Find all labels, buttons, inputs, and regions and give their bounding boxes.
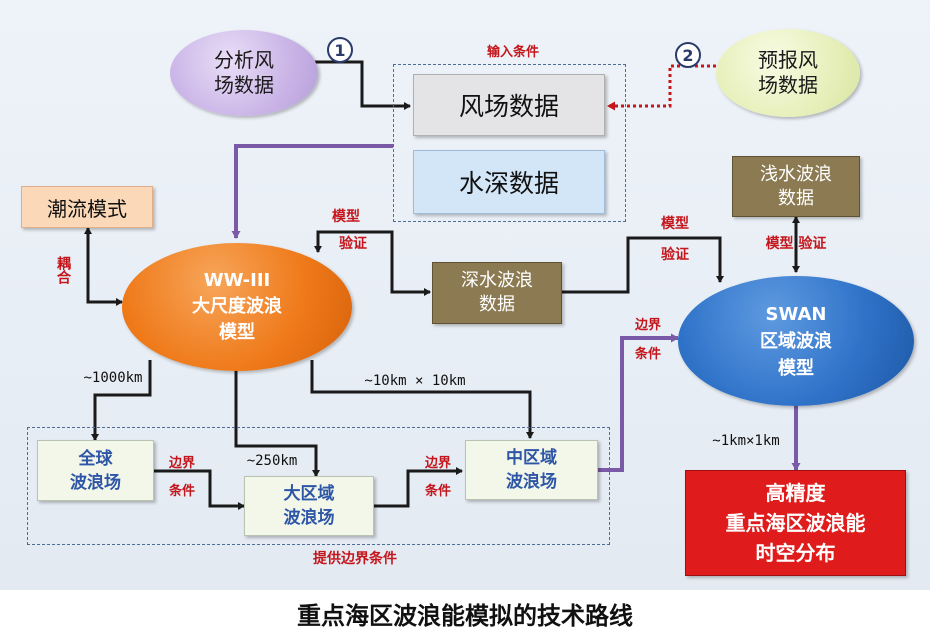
global-wave-field-box: 全球 波浪场 [37,440,154,501]
arrow-global-to-large [154,469,245,510]
large-region-wave-field-box: 大区域 波浪场 [244,476,374,536]
model-validation-label-2b: 验证 [661,247,689,263]
resolution-1000km-label: ~1000km [83,370,143,386]
caption: 重点海区波浪能模拟的技术路线 [0,590,930,636]
provide-boundary-label: 提供边界条件 [313,551,397,567]
model-validation-label-1a: 模型 [332,209,360,225]
arrow-large-to-mid [374,467,463,508]
boundary-label-large-a: 边界 [424,455,451,471]
boundary-label-global-b: 条件 [168,483,195,499]
model-validation-label-3: 模型 验证 [765,236,827,252]
depth-data-box: 水深数据 [413,150,605,214]
boundary-label-global-a: 边界 [168,455,195,471]
shallow-wave-data-box: 浅水波浪 数据 [732,156,860,217]
arrow-input-to-ww3 [231,144,393,239]
input-conditions-label: 输入条件 [486,44,539,60]
forecast-wind-node: 预报风 场数据 [716,29,860,117]
boundary-provider-group [27,427,610,545]
arrow-ww3-to-global [91,360,152,441]
step-one-marker: 1 [327,37,353,63]
mid-region-wave-field-box: 中区域 波浪场 [465,440,598,500]
arrow-deep-to-swan [562,236,724,294]
resolution-1km-label: ~1km×1km [712,433,780,449]
resolution-250km-label: ~250km [246,453,298,469]
model-validation-label-2a: 模型 [661,216,689,232]
analysis-wind-node: 分析风 场数据 [170,30,318,116]
resolution-10km-label: ~10km × 10km [364,373,466,389]
deep-wave-data-box: 深水波浪 数据 [432,262,562,324]
arrow-ww3-to-mid [310,360,534,439]
wind-data-box: 风场数据 [413,74,605,136]
arrow-ww3-to-large [234,370,320,477]
boundary-label-large-b: 条件 [424,483,451,499]
output-distribution-box: 高精度 重点海区波浪能 时空分布 [685,470,906,576]
arrow-forecast-to-wind [607,64,716,111]
boundary-label-swan-a: 边界 [634,317,661,333]
arrow-tide-ww3 [84,227,123,306]
diagram-canvas: 分析风 场数据 预报风 场数据 WW-III 大尺度波浪 模型 SWAN 区域波… [0,0,930,590]
step-two-marker: 2 [675,42,701,68]
connector-layer [84,60,801,510]
boundary-label-swan-b: 条件 [634,346,661,362]
ww3-model-node: WW-III 大尺度波浪 模型 [122,243,352,371]
arrow-mid-to-swan [598,333,679,472]
model-validation-label-1b: 验证 [339,236,367,252]
arrow-ww3-to-deep [314,230,431,296]
tide-model-box: 潮流模式 [21,186,153,228]
swan-model-node: SWAN 区域波浪 模型 [678,276,914,406]
coupling-label: 耦合 [55,256,71,284]
input-conditions-group [393,64,626,222]
